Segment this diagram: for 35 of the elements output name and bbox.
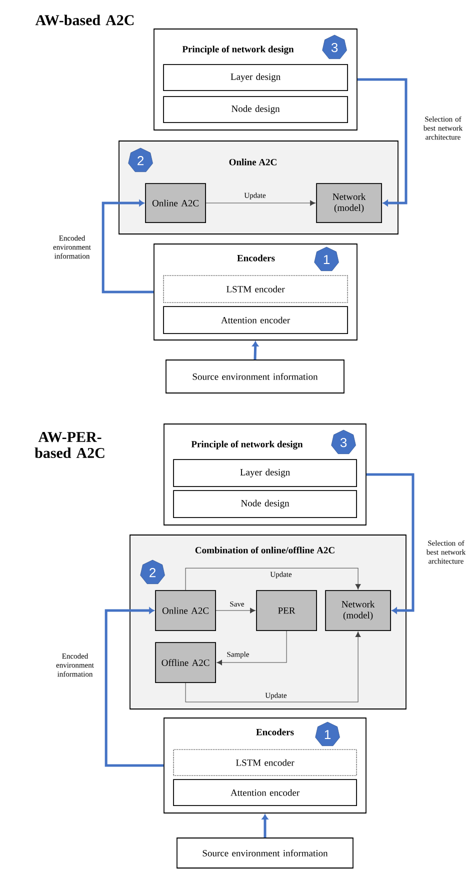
process-box: Offline A2C — [155, 642, 216, 683]
component-box: Node design — [163, 96, 348, 123]
component-box: Source environment information — [166, 360, 344, 394]
process-box: PER — [256, 590, 317, 631]
arrow — [216, 608, 256, 614]
arrow — [216, 630, 287, 666]
arrow — [262, 814, 268, 838]
arrow — [104, 607, 164, 767]
number-badge: 1 — [315, 722, 340, 746]
process-box: Online A2C — [155, 590, 216, 631]
number-badge: 3 — [331, 430, 356, 454]
number-badge: 2 — [140, 560, 165, 584]
section-title: AW-PER-based A2C — [34, 432, 104, 458]
component-box: LSTM encoder — [163, 275, 348, 303]
arrow — [357, 78, 408, 206]
component-box: Attention encoder — [163, 306, 348, 334]
component-box: LSTM encoder — [173, 749, 357, 776]
number-badge: 3 — [322, 34, 347, 60]
component-box: Layer design — [173, 459, 357, 487]
arrow — [206, 200, 316, 206]
arrow — [366, 473, 414, 614]
arrow — [185, 568, 361, 590]
arrow — [102, 200, 154, 294]
process-box: Network (model) — [316, 183, 382, 223]
number-badge: 1 — [314, 246, 339, 272]
process-box: Network (model) — [325, 590, 391, 631]
arrow — [185, 632, 361, 702]
arrow — [252, 341, 258, 360]
component-box: Layer design — [163, 64, 348, 91]
number-badge: 2 — [128, 148, 153, 172]
section-title: AW-based A2C — [35, 14, 134, 26]
component-box: Source environment information — [176, 838, 354, 868]
process-box: Online A2C — [145, 183, 206, 223]
component-box: Node design — [173, 490, 357, 518]
component-box: Attention encoder — [173, 779, 357, 806]
